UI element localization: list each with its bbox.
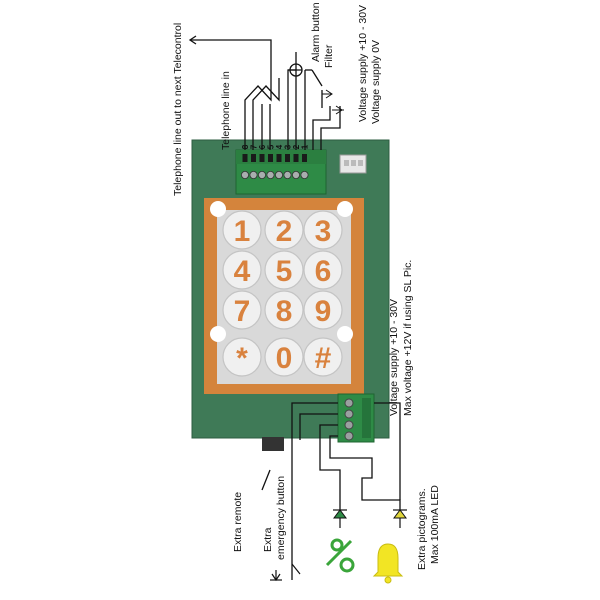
keypad-key[interactable] xyxy=(222,337,262,377)
bell-pictogram-icon xyxy=(372,543,404,584)
filter-label: Filter xyxy=(323,44,335,68)
terminal-screw xyxy=(257,170,266,179)
keypad-key[interactable] xyxy=(264,290,304,330)
terminal-screw xyxy=(249,170,258,179)
alarm-switch-symbol xyxy=(322,89,344,115)
terminal-pin-number: 5 xyxy=(267,144,276,149)
extra-pictograms-label-2: Max 100mA LED xyxy=(429,485,441,564)
extra-pictograms-label-1: Extra pictograms. xyxy=(416,488,428,570)
terminal-pin xyxy=(302,154,307,162)
terminal-pin-number: 4 xyxy=(275,144,284,149)
terminal-pin xyxy=(259,154,265,162)
keypad-key[interactable] xyxy=(303,250,343,290)
keypad-key-label: 6 xyxy=(315,255,332,288)
right-terminal-block xyxy=(337,393,375,443)
keypad-key-label: 3 xyxy=(315,215,332,248)
led-symbols xyxy=(333,509,407,528)
terminal-pin xyxy=(268,154,273,162)
telephone-in-label: Telephone line in xyxy=(220,71,232,150)
terminal-pin xyxy=(242,154,248,162)
keypad-key[interactable] xyxy=(303,337,343,377)
extra-emergency-label-2: emergency button xyxy=(275,476,287,560)
keypad-key-label: 5 xyxy=(276,255,293,288)
terminal-screw xyxy=(266,170,275,179)
keypad-key-label: 2 xyxy=(276,215,293,248)
terminal-pin xyxy=(276,154,282,162)
keypad-key[interactable] xyxy=(264,210,304,250)
telephone-pictogram-icon xyxy=(325,538,355,573)
terminal-pin xyxy=(293,154,299,162)
keypad-key[interactable] xyxy=(264,250,304,290)
terminal-screw xyxy=(283,170,292,179)
terminal-screw xyxy=(274,170,283,179)
terminal-pin-number: 7 xyxy=(250,144,259,149)
telephone-out-label: Telephone line out to next Telecontrol xyxy=(172,23,184,196)
keypad-key[interactable] xyxy=(222,290,262,330)
keypad-key-label: 9 xyxy=(315,295,332,328)
terminal-pin xyxy=(285,154,290,162)
board-tab xyxy=(262,437,284,451)
supply-zero-label: Voltage supply 0V xyxy=(370,40,382,124)
keypad-key-label: 8 xyxy=(276,295,293,328)
mounting-holes xyxy=(210,201,353,342)
terminal-screw xyxy=(240,170,249,179)
keypad-key-label: 4 xyxy=(234,255,251,288)
keypad-key-label: # xyxy=(315,342,332,375)
supply-plus-label: Voltage supply +10 - 30V xyxy=(357,5,369,122)
supply-right-label-1: Voltage supply +10 - 30V xyxy=(388,299,400,416)
extra-emergency-label-1: Extra xyxy=(262,527,274,552)
keypad-key[interactable] xyxy=(303,210,343,250)
alarm-button-label: Alarm button xyxy=(310,2,322,62)
keypad-key-label: * xyxy=(236,342,248,375)
supply-right-label-2: Max voltage +12V if using SL Pic. xyxy=(402,260,414,416)
keypad-key-label: 1 xyxy=(234,215,251,248)
extra-emergency-switch-symbol xyxy=(270,563,301,582)
terminal-screw xyxy=(291,170,300,179)
keypad-key[interactable] xyxy=(222,210,262,250)
terminal-pin xyxy=(251,154,256,162)
bottom-wires xyxy=(261,402,401,580)
extra-remote-label: Extra remote xyxy=(232,492,244,552)
top-wires xyxy=(188,35,341,150)
keypad-key[interactable] xyxy=(303,290,343,330)
terminal-screw xyxy=(300,170,309,179)
keypad-key[interactable] xyxy=(264,337,304,377)
keypad-key-label: 7 xyxy=(234,295,251,328)
white-connector xyxy=(339,154,367,174)
keypad-key-label: 0 xyxy=(276,342,293,375)
keypad-key[interactable] xyxy=(222,250,262,290)
